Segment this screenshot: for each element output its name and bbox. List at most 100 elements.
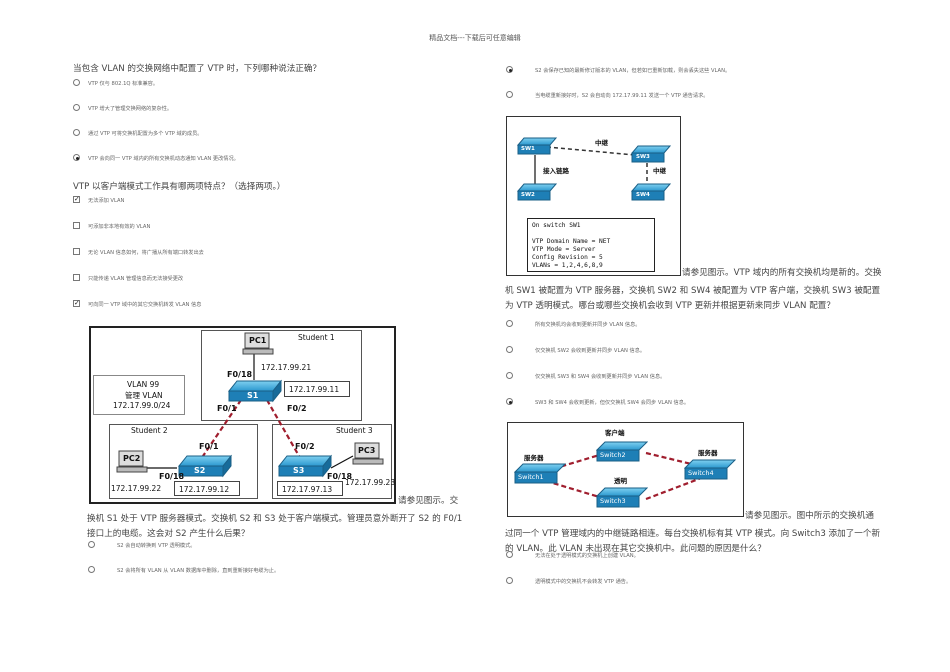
q2-option-1-label: 无法添加 VLAN <box>88 198 125 204</box>
q4-option-4-radio[interactable] <box>506 398 513 405</box>
q1-option-2-label: VTP 增大了管理交换网络的复杂性。 <box>88 106 173 112</box>
pc3-icon <box>352 442 384 465</box>
q2-title: VTP 以客户端模式工作具有哪两项特点？（选择两项。） <box>73 182 286 192</box>
pc2-label: PC2 <box>123 454 141 463</box>
q1-title: 当包含 VLAN 的交换网络中配置了 VTP 时，下列哪种说法正确？ <box>73 64 322 74</box>
q2-option-3-label: 无论 VLAN 信息如何，将广播从所有端口转发出去 <box>88 250 204 256</box>
switch-sw1-icon <box>517 137 557 155</box>
s1-port-f018: F0/18 <box>227 370 253 379</box>
pc3-ip: 172.17.99.23 <box>345 478 396 487</box>
link-s3-pc3 <box>330 455 354 469</box>
q4-option-3-label: 仅交换机 SW3 和 SW4 会收到更新并同步 VLAN 信息。 <box>535 374 666 380</box>
pc2-ip: 172.17.99.22 <box>111 484 162 493</box>
s2-ip-box <box>174 481 240 496</box>
access-link-label: 接入链路 <box>543 167 569 175</box>
q2-option-3-checkbox[interactable] <box>73 248 80 255</box>
q5-text-start: 请参见图示。图中所示的交换机通 <box>745 511 874 521</box>
server-left-label: 服务器 <box>524 454 544 462</box>
pc1-label: PC1 <box>249 336 267 345</box>
sw4-label: SW4 <box>636 192 650 198</box>
q5-option-1-radio[interactable] <box>506 551 513 558</box>
transparent-mode-label: 透明 <box>614 477 627 485</box>
s2-label: S2 <box>194 466 206 475</box>
student3-label: Student 3 <box>336 426 373 435</box>
q2-option-4-label: 只能传递 VLAN 管理信息而无法接受更改 <box>88 276 184 282</box>
s1-ip: 172.17.99.11 <box>289 385 340 394</box>
s3-ip: 172.17.97.13 <box>282 485 333 494</box>
q3-option-1-label: S2 会自动转换到 VTP 透明模式。 <box>117 543 196 549</box>
q2-option-2-label: 可添加非本地有效的 VLAN <box>88 224 151 230</box>
q3-option-2-radio[interactable] <box>88 566 95 573</box>
network-figure-1: Student 1 Student 2 Student 3 PC1 172.17… <box>89 326 396 504</box>
q4-option-2-label: 仅交换机 SW2 会收到更新并同步 VLAN 信息。 <box>535 348 646 354</box>
network-figure-3: 客户端 服务器 服务器 透明 Switch1 Switch2 Switch3 S… <box>507 422 744 517</box>
trunk-label-2: 中继 <box>653 167 666 175</box>
q3-text: 换机 S1 处于 VTP 服务器模式。交换机 S2 和 S3 处于客户端模式。管… <box>87 514 463 539</box>
trunk-label-1: 中继 <box>595 139 608 147</box>
s2-port-f01: F0/1 <box>199 442 219 451</box>
switch4-icon <box>684 459 736 480</box>
q1-option-1-radio[interactable] <box>73 79 80 86</box>
s1-label: S1 <box>247 391 259 400</box>
q3-option-4-radio[interactable] <box>506 91 513 98</box>
s1-ip-box <box>284 381 350 397</box>
switch-s2-icon <box>177 454 233 478</box>
sw1-label: SW1 <box>521 146 535 152</box>
vlan-id-label: VLAN 99 <box>127 380 160 389</box>
q1-option-2-radio[interactable] <box>73 104 80 111</box>
switch1-label: Switch1 <box>518 473 544 481</box>
q3-text-start: 请参见图示。交 <box>398 496 459 506</box>
s1-port-f02: F0/2 <box>287 404 307 413</box>
s3-label: S3 <box>293 466 305 475</box>
switch-sw2-icon <box>517 183 557 201</box>
q3-option-4-label: 当电缆重新接好时，S2 会自动向 172.17.99.11 发送一个 VTP 通… <box>535 93 709 99</box>
pc3-label: PC3 <box>358 446 376 455</box>
student2-label: Student 2 <box>131 426 168 435</box>
link-switch1-switch3 <box>545 479 607 501</box>
switch2-label: Switch2 <box>600 451 626 459</box>
q4-option-2-radio[interactable] <box>506 346 513 353</box>
q3-option-3-radio[interactable] <box>506 66 513 73</box>
figure2-links <box>534 146 648 185</box>
link-s1-s2 <box>202 399 242 457</box>
q3-option-1-radio[interactable] <box>88 541 95 548</box>
q4-option-4-label: SW3 和 SW4 会收到更新，但仅交换机 SW4 会同步 VLAN 信息。 <box>535 400 690 406</box>
q2-option-4-checkbox[interactable] <box>73 274 80 281</box>
pc1-icon <box>242 332 274 355</box>
sw2-label: SW2 <box>521 192 535 198</box>
s2-ip: 172.17.99.12 <box>179 485 230 494</box>
s3-ip-box <box>277 481 343 496</box>
pc2-icon <box>116 450 148 473</box>
s2-port-f018: F0/18 <box>159 472 185 481</box>
switch-sw4-icon <box>631 183 671 201</box>
q5-option-2-radio[interactable] <box>506 577 513 584</box>
q5-option-1-label: 无法在处于透明模式的交换机上创建 VLAN。 <box>535 553 639 559</box>
server-right-label: 服务器 <box>698 449 718 457</box>
q4-option-1-radio[interactable] <box>506 320 513 327</box>
switch-s3-icon <box>277 454 333 478</box>
switch2-icon <box>596 441 648 462</box>
page-header: 精品文档---下载后可任意编辑 <box>429 34 521 42</box>
s3-port-f02: F0/2 <box>295 442 315 451</box>
q4-text: 机 SW1 被配置为 VTP 服务器，交换机 SW2 和 SW4 被配置为 VT… <box>505 286 881 311</box>
student1-area <box>201 330 362 421</box>
student1-label: Student 1 <box>298 333 335 342</box>
q4-text-start: 请参见图示。VTP 域内的所有交换机均是新的。交换 <box>682 268 882 278</box>
switch-s1-icon <box>227 379 283 403</box>
q2-option-5-checkbox[interactable]: ✓ <box>73 299 80 307</box>
switch4-label: Switch4 <box>688 469 714 477</box>
q1-option-3-radio[interactable] <box>73 129 80 136</box>
q4-option-3-radio[interactable] <box>506 372 513 379</box>
q2-option-1-checkbox[interactable]: ✓ <box>73 195 80 203</box>
q3-option-2-label: S2 会将所有 VLAN 从 VLAN 数据库中删除，直到重新接好电缆为止。 <box>117 568 280 574</box>
q1-option-4-radio[interactable] <box>73 154 80 161</box>
s1-port-f01: F0/1 <box>217 404 237 413</box>
q5-text: 过同一个 VTP 管理域内的中继链路相连。每台交换机标有其 VTP 模式。向 S… <box>505 529 881 554</box>
sw1-config-box: On switch SW1 VTP Domain Name = NET VTP … <box>527 218 655 272</box>
q1-option-4-label: VTP 会向同一 VTP 域内的所有交换机动态通知 VLAN 更改情况。 <box>88 156 239 162</box>
link-s1-s3 <box>266 399 300 457</box>
q2-option-2-checkbox[interactable] <box>73 222 80 229</box>
q2-option-5-label: 可向同一 VTP 域中的其它交换机转发 VLAN 信息 <box>88 302 202 308</box>
q3-option-3-label: S2 会保存已知的最新修订版本的 VLAN，但若如已重新加载，则会丢失这些 VL… <box>535 68 731 74</box>
pc1-ip: 172.17.99.21 <box>261 363 312 372</box>
